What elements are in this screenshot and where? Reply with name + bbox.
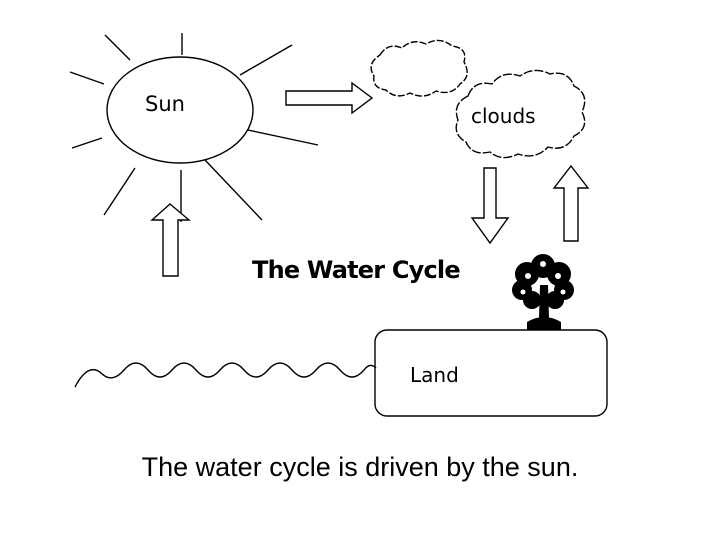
arrow-water-to-sun (150, 203, 191, 277)
sun-label: Sun (145, 92, 185, 116)
diagram-title: The Water Cycle (252, 256, 460, 284)
water-waves (74, 362, 377, 388)
arrow-clouds-to-land (470, 167, 510, 245)
clouds: clouds (455, 69, 586, 159)
sun-body (106, 56, 254, 164)
clouds-shape (455, 69, 586, 159)
clouds-label: clouds (471, 104, 536, 128)
land: Land (374, 329, 608, 417)
tree-icon (512, 254, 574, 330)
caption: The water cycle is driven by the sun. (141, 452, 579, 482)
sun: Sun (69, 33, 319, 222)
sun-rays (69, 33, 319, 222)
arrow-land-to-clouds (552, 164, 590, 242)
small-cloud (370, 39, 468, 97)
arrow-sun-to-clouds (285, 81, 374, 115)
land-label: Land (410, 363, 459, 387)
land-shape (374, 329, 608, 417)
